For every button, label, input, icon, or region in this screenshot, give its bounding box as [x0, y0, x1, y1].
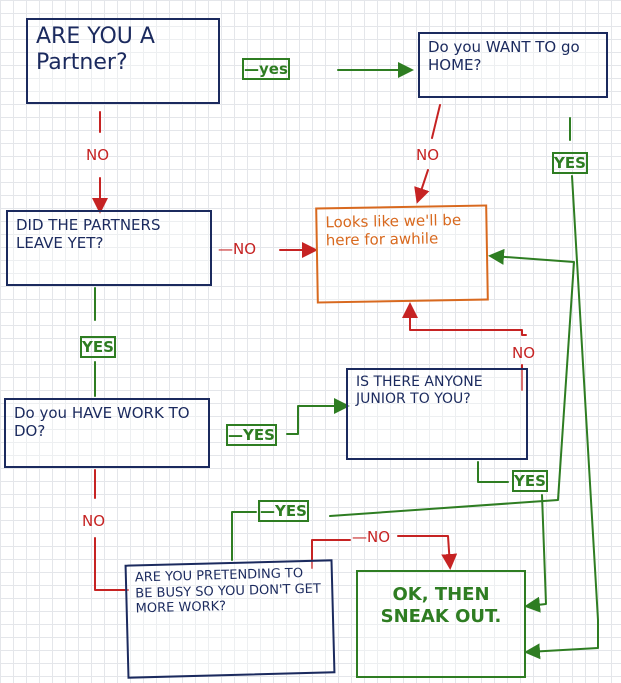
partner-question-box: ARE YOU A Partner?: [26, 18, 220, 104]
label-partner-yes: —yes: [242, 58, 290, 80]
partners-left-question-box: DID THE PARTNERS LEAVE YET?: [6, 210, 212, 286]
label-pretending-no: —NO: [352, 528, 391, 546]
go-home-question-box: Do you WANT TO go HOME?: [418, 32, 608, 98]
arrow-home-no-a: [431, 104, 441, 139]
pretending-busy-question-text: ARE YOU PRETENDING TO BE BUSY SO YOU DON…: [134, 566, 322, 617]
label-junior-yes: YES: [512, 470, 548, 492]
label-junior-no: NO: [512, 344, 536, 362]
label-have-work-yes: —YES: [226, 424, 277, 446]
go-home-question-text: Do you WANT TO go HOME?: [428, 38, 580, 74]
arrow-pretend-no-a: [311, 539, 351, 569]
arrow-junior-yes-b: [524, 494, 547, 613]
arrow-work-yes: [286, 398, 350, 435]
partner-question-text: ARE YOU A Partner?: [36, 24, 155, 76]
label-have-work-no: NO: [82, 512, 106, 530]
arrow-home-no-b: [414, 169, 430, 204]
partners-left-question-text: DID THE PARTNERS LEAVE YET?: [16, 216, 161, 252]
anyone-junior-question-box: IS THERE ANYONE JUNIOR TO YOU?: [346, 368, 528, 460]
label-home-no: NO: [416, 146, 440, 164]
arrow-pretend-yes-b: [329, 248, 575, 517]
wait-result-box: Looks like we'll be here for awhile: [315, 204, 489, 304]
label-partners-left-no: —NO: [218, 240, 257, 258]
arrow-junior-yes-a: [477, 461, 509, 483]
have-work-question-text: Do you HAVE WORK TO DO?: [14, 404, 190, 440]
arrow-junior-no-b: [402, 302, 527, 336]
label-pretending-yes: —YES: [258, 500, 309, 522]
sneak-out-result-box: OK, THEN SNEAK OUT.: [356, 570, 526, 678]
label-home-yes: YES: [552, 152, 588, 174]
wait-result-text: Looks like we'll be here for awhile: [325, 210, 462, 250]
have-work-question-box: Do you HAVE WORK TO DO?: [4, 398, 210, 468]
label-partners-left-yes: YES: [80, 336, 116, 358]
label-partner-no: NO: [86, 146, 110, 164]
arrow-work-no-b: [94, 537, 129, 591]
pretending-busy-question-box: ARE YOU PRETENDING TO BE BUSY SO YOU DON…: [124, 559, 336, 679]
arrow-pretend-no-b: [397, 535, 458, 570]
arrow-pretend-yes-a: [231, 511, 257, 561]
sneak-out-result-text: OK, THEN SNEAK OUT.: [380, 584, 502, 627]
arrow-home-yes-b: [524, 175, 599, 660]
anyone-junior-question-text: IS THERE ANYONE JUNIOR TO YOU?: [356, 374, 483, 407]
